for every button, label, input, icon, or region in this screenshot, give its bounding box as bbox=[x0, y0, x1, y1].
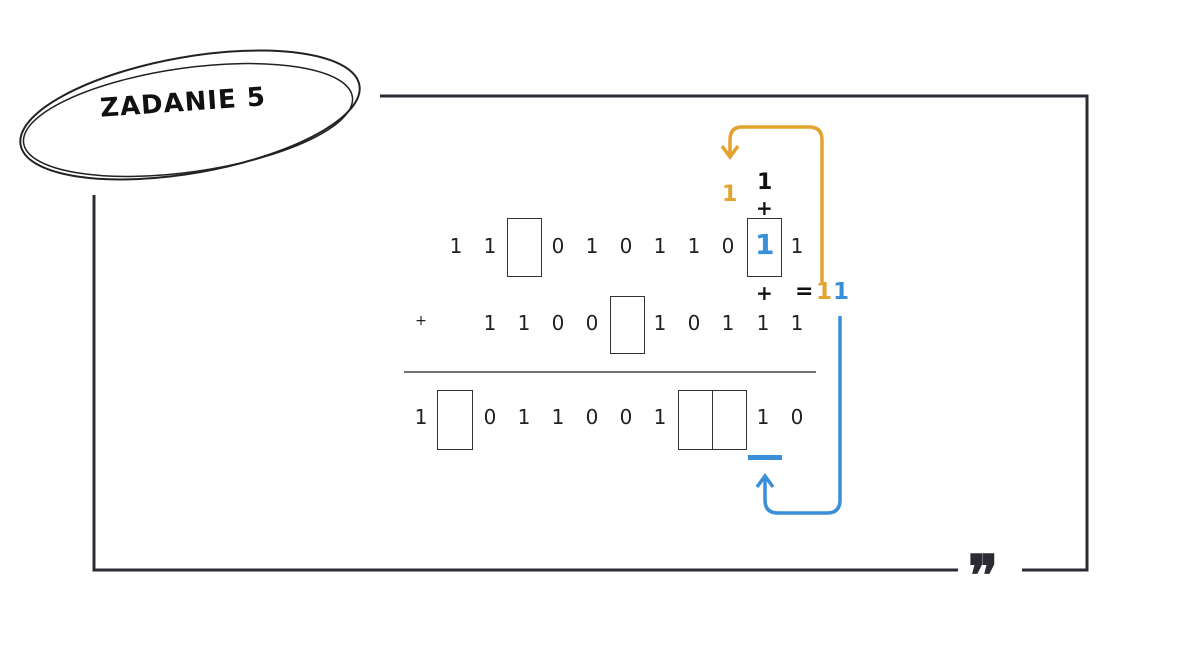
carry-orange: 1 bbox=[722, 182, 738, 207]
digit: 1 bbox=[756, 405, 770, 429]
plus-top: + bbox=[756, 196, 773, 220]
orange-arrowhead-icon bbox=[720, 144, 740, 160]
digit: 0 bbox=[619, 234, 633, 258]
digit: 1 bbox=[517, 311, 531, 335]
quote-icon: ❞ bbox=[968, 543, 999, 609]
digit: 1 bbox=[517, 405, 531, 429]
title-ellipse-inner bbox=[22, 62, 354, 178]
digit: 1 bbox=[756, 311, 770, 335]
plus-bottom: + bbox=[756, 281, 773, 305]
blue-arrowhead-icon bbox=[755, 473, 775, 489]
filled-box bbox=[747, 218, 782, 277]
result-blue: 1 bbox=[833, 279, 850, 305]
digit: 0 bbox=[790, 405, 804, 429]
title-ellipse bbox=[19, 49, 361, 181]
digit: 1 bbox=[721, 311, 735, 335]
digit: 1 bbox=[585, 234, 599, 258]
blank-box bbox=[507, 218, 542, 277]
blank-box bbox=[678, 390, 713, 450]
blank-box bbox=[437, 390, 473, 450]
digit: 1 bbox=[653, 405, 667, 429]
digit: 1 bbox=[653, 234, 667, 258]
digit: 0 bbox=[585, 405, 599, 429]
digit: 0 bbox=[721, 234, 735, 258]
digit: 0 bbox=[585, 311, 599, 335]
digit: 0 bbox=[551, 311, 565, 335]
blue-arrow bbox=[763, 316, 842, 515]
blank-box bbox=[712, 390, 747, 450]
carry-top: 1 bbox=[757, 170, 773, 195]
digit: 0 bbox=[687, 311, 701, 335]
equals: = bbox=[795, 279, 814, 304]
plus-sign: + bbox=[415, 313, 427, 329]
digit: 1 bbox=[790, 234, 804, 258]
boxed-digit: 1 bbox=[755, 228, 775, 261]
digit: 1 bbox=[653, 311, 667, 335]
digit: 0 bbox=[551, 234, 565, 258]
digit: 1 bbox=[551, 405, 565, 429]
digit: 1 bbox=[483, 234, 497, 258]
digit: 0 bbox=[619, 405, 633, 429]
digit: 0 bbox=[483, 405, 497, 429]
result-orange: 1 bbox=[816, 279, 833, 305]
digit: 1 bbox=[449, 234, 463, 258]
digit: 1 bbox=[483, 311, 497, 335]
blue-dash bbox=[748, 455, 782, 460]
blank-box bbox=[610, 296, 645, 354]
digit: 1 bbox=[790, 311, 804, 335]
digit: 1 bbox=[687, 234, 701, 258]
frame bbox=[92, 94, 1089, 572]
digit: 1 bbox=[414, 405, 428, 429]
orange-arrow bbox=[728, 125, 824, 282]
